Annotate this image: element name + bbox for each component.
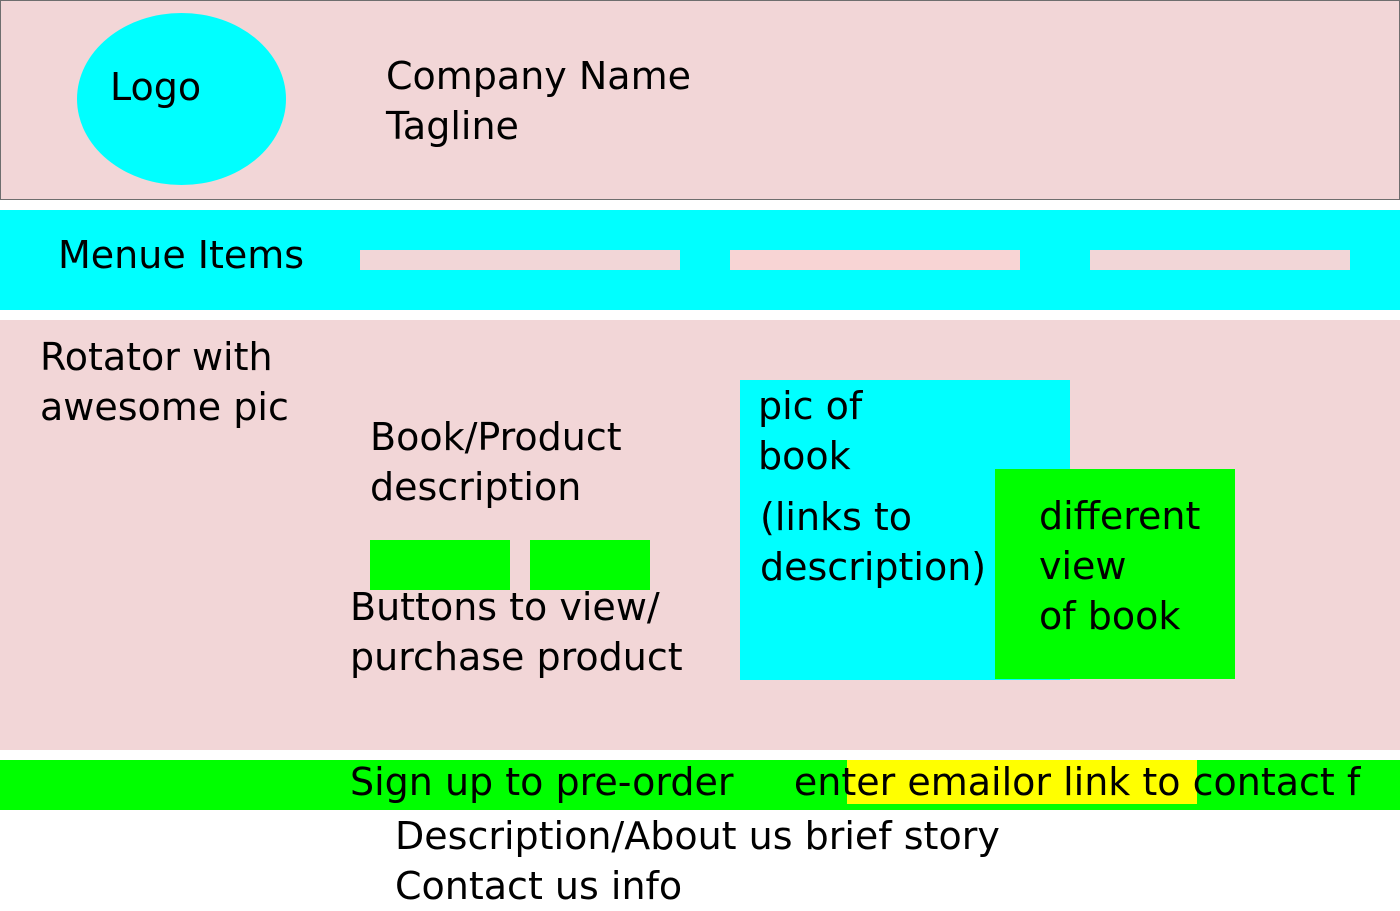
logo[interactable] — [77, 13, 286, 185]
alternate-book-view[interactable] — [995, 469, 1235, 679]
buttons-caption: purchase product — [350, 635, 683, 679]
view-product-button[interactable] — [370, 540, 510, 590]
logo-label: Logo — [110, 65, 202, 109]
menu-item-3[interactable] — [1090, 250, 1350, 270]
alternate-view-label: view — [1039, 544, 1127, 588]
tagline: Tagline — [386, 104, 519, 148]
menu-item-2[interactable] — [730, 250, 1020, 270]
book-picture-label: pic of — [758, 384, 863, 428]
contact-info-text: Contact us info — [395, 864, 683, 908]
alternate-view-label: of book — [1039, 594, 1181, 638]
product-description: Book/Product — [370, 415, 622, 459]
book-picture-label: book — [758, 434, 851, 478]
rotator-label: awesome pic — [40, 385, 289, 429]
buttons-caption: Buttons to view/ — [350, 585, 660, 629]
menu-label: Menue Items — [58, 233, 305, 277]
purchase-product-button[interactable] — [530, 540, 650, 590]
alternate-view-label: different — [1039, 494, 1201, 538]
company-name: Company Name — [386, 54, 691, 98]
menu-item-1[interactable] — [360, 250, 680, 270]
signup-text: Sign up to pre-order enter emailor link … — [350, 760, 1361, 804]
email-input[interactable] — [847, 760, 1197, 804]
product-description: description — [370, 465, 582, 509]
about-us-text: Description/About us brief story — [395, 814, 1000, 858]
book-picture-note: (links to — [760, 495, 913, 539]
rotator-label: Rotator with — [40, 335, 273, 379]
book-picture-note: description) — [760, 545, 987, 589]
signup-strip: Sign up to pre-order enter emailor link … — [0, 760, 1400, 810]
